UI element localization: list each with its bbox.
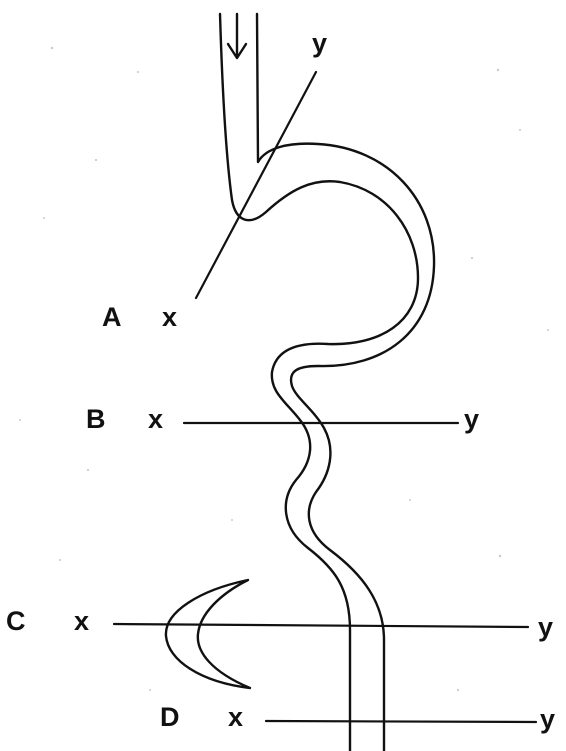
section-c-end-x: x [74,606,89,636]
tube-inner-wall [257,14,434,751]
section-d-line [266,721,536,722]
section-c-end-y: y [538,612,553,642]
section-d: D x y [160,702,555,734]
coiled-tube [220,14,434,751]
section-a-letter: A [102,302,122,332]
section-c: C x y [6,606,553,642]
section-a-end-x: x [162,302,177,332]
section-a: A x y [102,28,327,332]
scan-noise [19,47,549,691]
section-d-end-y: y [540,704,555,734]
section-a-end-y: y [312,28,327,58]
section-c-line [114,624,528,627]
section-b-letter: B [86,404,106,434]
arrow-down-icon [228,14,246,58]
crescent-shape [166,580,250,688]
section-b-end-x: x [148,404,163,434]
section-d-end-x: x [228,702,243,732]
section-b: B x y [86,404,479,434]
section-b-end-y: y [464,404,479,434]
section-a-line [196,72,316,298]
section-c-letter: C [6,606,26,636]
section-d-letter: D [160,702,180,732]
tube-outer-wall [220,14,418,751]
